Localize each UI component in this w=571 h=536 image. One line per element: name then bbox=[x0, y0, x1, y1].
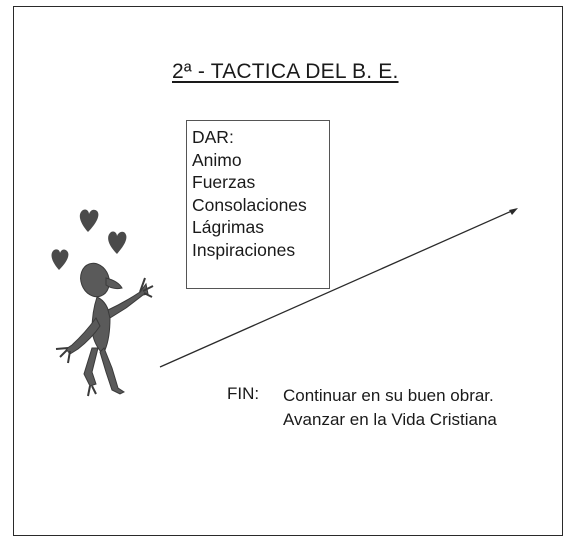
figure-right-hand bbox=[139, 277, 154, 298]
figure-left-hand bbox=[55, 347, 71, 364]
dar-item-animo: Animo bbox=[192, 149, 242, 170]
heart-icon bbox=[79, 209, 99, 232]
dar-item-inspiraciones: Inspiraciones bbox=[192, 239, 296, 260]
figure-head bbox=[80, 262, 110, 298]
figure-nose bbox=[105, 277, 123, 290]
fin-line-1: Continuar en su buen obrar. bbox=[283, 386, 494, 405]
slide-title: 2ª - TACTICA DEL B. E. bbox=[172, 60, 399, 83]
heart-icon bbox=[51, 249, 69, 270]
figure-left-leg bbox=[83, 347, 99, 387]
figure-right-leg bbox=[99, 347, 125, 395]
figure-left-foot bbox=[87, 385, 97, 397]
heart-icon bbox=[108, 231, 127, 254]
cartoon-figure bbox=[55, 262, 154, 397]
progress-arrow bbox=[159, 209, 515, 368]
dar-item-consolaciones: Consolaciones bbox=[192, 194, 307, 215]
dar-item-lagrimas: Lágrimas bbox=[192, 217, 264, 238]
dar-item-fuerzas: Fuerzas bbox=[192, 172, 256, 193]
dar-header: DAR: bbox=[192, 127, 234, 147]
hearts-group bbox=[51, 209, 127, 270]
arrow-head bbox=[509, 208, 518, 215]
fin-text: Continuar en su buen obrar. Avanzar en l… bbox=[283, 384, 497, 432]
fin-label: FIN: bbox=[227, 384, 260, 403]
diagram-graphics bbox=[51, 208, 518, 397]
figure-right-arm bbox=[107, 282, 149, 319]
fin-line-2: Avanzar en la Vida Cristiana bbox=[283, 410, 497, 429]
dar-box: DAR: Animo Fuerzas Consolaciones Lágrima… bbox=[186, 120, 330, 289]
